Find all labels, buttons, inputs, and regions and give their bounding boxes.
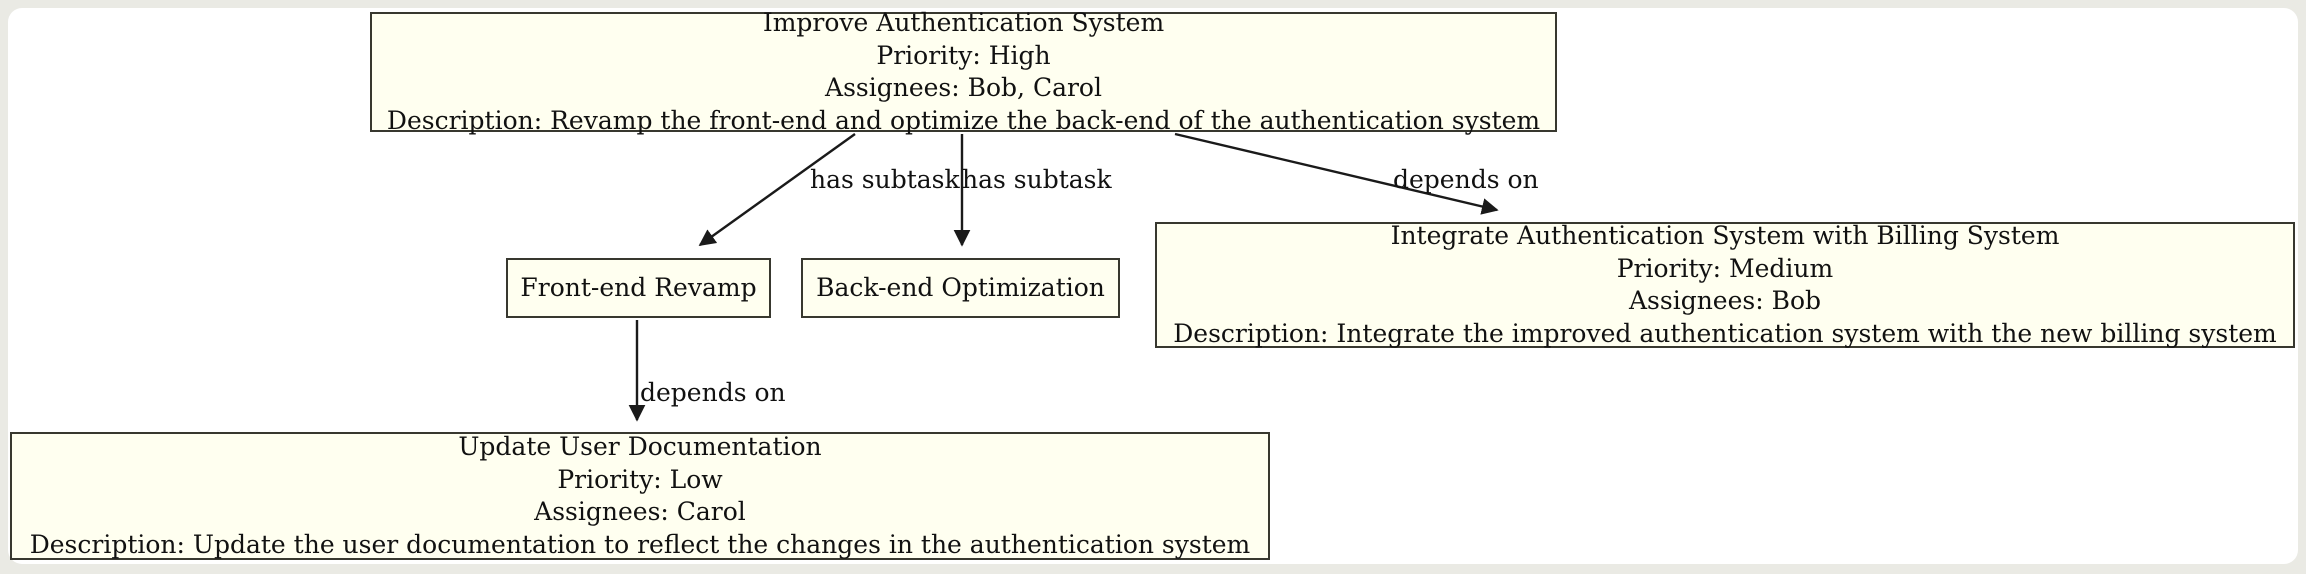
node-back-end-optimization[interactable]: Back-end Optimization (801, 258, 1120, 318)
node-title: Front-end Revamp (520, 272, 757, 302)
node-front-end-revamp[interactable]: Front-end Revamp (506, 258, 771, 318)
node-description: Description: Update the user documentati… (29, 529, 1251, 559)
node-title: Improve Authentication System (762, 8, 1165, 37)
node-improve-authentication-system[interactable]: Improve Authentication System Priority: … (370, 8, 1557, 135)
node-title: Update User Documentation (458, 432, 822, 461)
node-update-user-documentation[interactable]: Update User Documentation Priority: Low … (10, 432, 1270, 560)
node-description: Description: Revamp the front-end and op… (386, 105, 1541, 135)
node-priority: Priority: Low (557, 464, 723, 494)
edge-label-has-subtask-front-end: has subtask (810, 165, 960, 194)
node-title: Integrate Authentication System with Bil… (1390, 221, 2060, 250)
node-priority: Priority: High (876, 40, 1051, 70)
node-integrate-authentication-system-with-billing-system[interactable]: Integrate Authentication System with Bil… (1155, 221, 2295, 348)
node-title: Back-end Optimization (816, 272, 1105, 302)
node-description: Description: Integrate the improved auth… (1173, 318, 2277, 348)
edge-label-depends-on-documentation: depends on (640, 378, 786, 407)
node-priority: Priority: Medium (1616, 253, 1834, 283)
node-assignees: Assignees: Bob, Carol (825, 73, 1102, 102)
node-assignees: Assignees: Bob (1628, 286, 1822, 315)
edge-label-has-subtask-back-end: has subtask (962, 165, 1112, 194)
node-assignees: Assignees: Carol (534, 497, 746, 526)
edge-label-depends-on-billing: depends on (1393, 165, 1539, 194)
